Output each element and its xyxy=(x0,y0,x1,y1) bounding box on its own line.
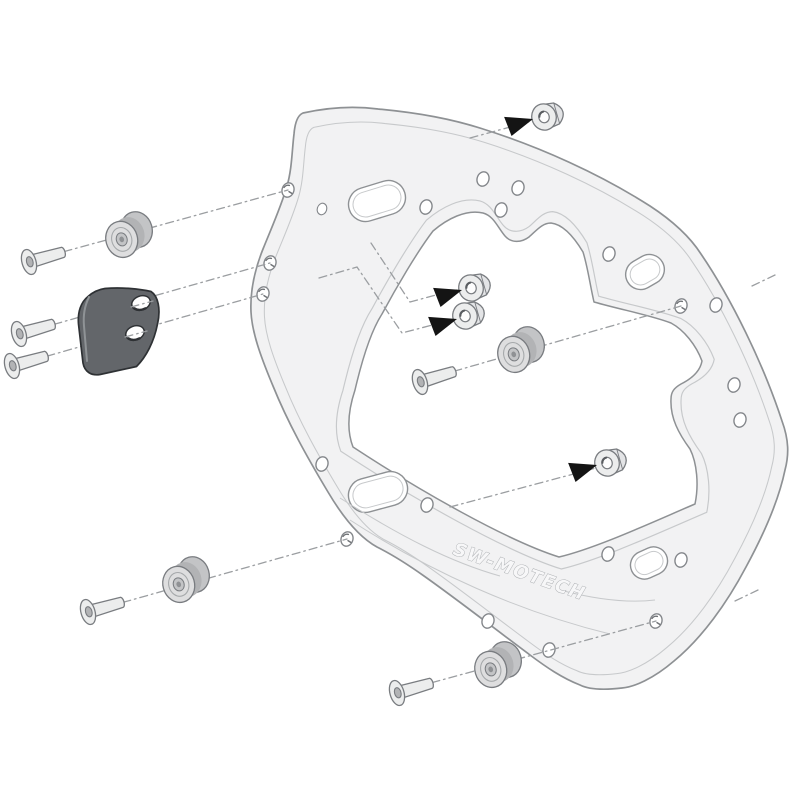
leader-line xyxy=(370,242,463,303)
bracket-hole-lower xyxy=(125,324,145,342)
slot-cutouts xyxy=(347,179,669,580)
bracket-folded-lip xyxy=(82,296,90,362)
countersunk-bolt xyxy=(8,310,60,349)
leader-line xyxy=(449,467,597,508)
leader-line xyxy=(419,305,682,382)
leader-line xyxy=(734,589,759,602)
leader-line xyxy=(88,538,348,613)
engraving-accent-line-3 xyxy=(349,519,611,635)
engraving-accent-line-2 xyxy=(559,589,656,602)
flange-nut xyxy=(527,97,568,135)
slot-cutout xyxy=(624,253,666,291)
leader-line xyxy=(751,274,776,287)
engraving-accent-line-1 xyxy=(339,497,501,577)
spacer-grommet xyxy=(156,552,216,607)
countersunk-bolt xyxy=(77,588,129,627)
cutout-ridge xyxy=(335,199,715,570)
countersunk-bolt xyxy=(386,669,438,708)
slot-cutout xyxy=(347,179,407,223)
countersunk-bolt xyxy=(18,238,70,277)
adapter-plate: SW-MOTECH xyxy=(250,106,789,691)
countersunk-bolt xyxy=(1,342,53,381)
slot-cutout xyxy=(347,470,409,514)
assembly-direction-arrow xyxy=(504,108,536,137)
leader-line xyxy=(130,300,154,308)
leader-line-overlays xyxy=(124,300,154,338)
leader-line xyxy=(29,189,289,262)
plate-inner-ridge xyxy=(263,121,775,676)
slot-cutout xyxy=(629,546,669,580)
spacer-grommet xyxy=(99,207,159,262)
leader-line xyxy=(124,330,148,338)
leader-line xyxy=(397,620,657,693)
